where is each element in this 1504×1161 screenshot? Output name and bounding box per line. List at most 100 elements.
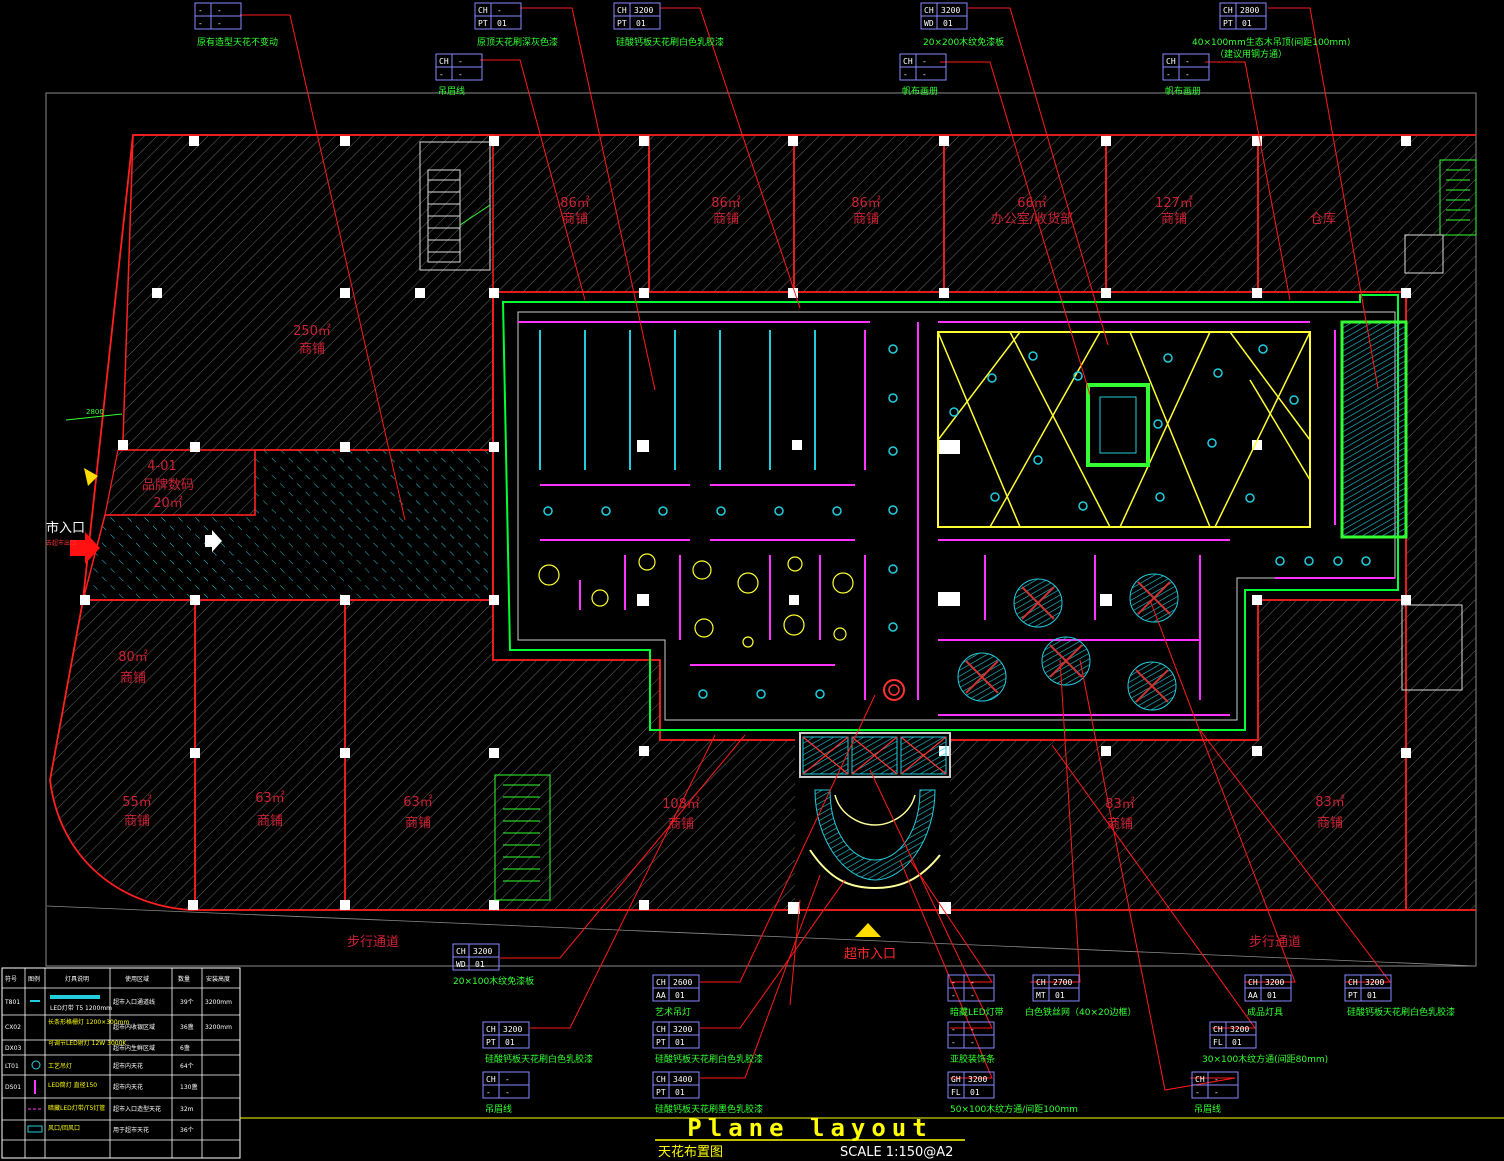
svg-text:01: 01 <box>1232 1038 1242 1047</box>
svg-text:3200: 3200 <box>673 1025 692 1034</box>
svg-text:-: - <box>505 1075 510 1084</box>
svg-text:3200: 3200 <box>941 6 960 15</box>
svg-text:3200: 3200 <box>1365 978 1384 987</box>
room-name: 商铺 <box>120 671 146 686</box>
svg-text:01: 01 <box>675 1088 685 1097</box>
svg-text:超市入口造型天花: 超市入口造型天花 <box>113 1105 161 1113</box>
room-area: 250㎡ <box>293 324 331 339</box>
svg-text:-: - <box>1214 1088 1219 1097</box>
svg-text:艺术吊灯: 艺术吊灯 <box>655 1006 691 1018</box>
svg-text:-: - <box>439 70 444 79</box>
svg-text:工艺吊灯: 工艺吊灯 <box>48 1062 72 1070</box>
svg-text:CH: CH <box>1195 1075 1205 1084</box>
svg-text:-: - <box>903 70 908 79</box>
svg-text:3200: 3200 <box>968 1075 987 1084</box>
legend-header: 符号 <box>5 975 17 983</box>
entrance-markers <box>70 468 881 937</box>
svg-text:-: - <box>1166 70 1171 79</box>
entrance-bottom-label: 超市入口 <box>844 946 896 962</box>
svg-text:CH: CH <box>1166 57 1176 66</box>
svg-text:-: - <box>217 19 222 28</box>
svg-text:超市内天花: 超市内天花 <box>113 1062 143 1070</box>
room-name: 商铺 <box>713 212 739 227</box>
drawing-title: Plane layout <box>687 1114 932 1142</box>
svg-text:PT: PT <box>1223 19 1233 28</box>
svg-text:01: 01 <box>675 991 685 1000</box>
room-name: 商铺 <box>1161 212 1187 227</box>
svg-text:-: - <box>951 978 956 987</box>
svg-text:-: - <box>922 57 927 66</box>
room-name: 商铺 <box>1317 816 1343 831</box>
svg-text:硅酸钙板天花刷白色乳胶漆: 硅酸钙板天花刷白色乳胶漆 <box>1347 1006 1455 1018</box>
room-area: 86㎡ <box>851 196 881 211</box>
shop-areas <box>50 134 1476 910</box>
legend-header: 数量 <box>178 975 190 983</box>
svg-text:硅酸钙板天花刷白色乳胶漆: 硅酸钙板天花刷白色乳胶漆 <box>655 1053 763 1065</box>
svg-text:FL: FL <box>951 1088 961 1097</box>
svg-text:36个: 36个 <box>180 1127 194 1134</box>
svg-text:FL: FL <box>1213 1038 1223 1047</box>
svg-text:风口/回风口: 风口/回风口 <box>48 1125 80 1132</box>
svg-text:CH: CH <box>478 6 488 15</box>
svg-text:超市内天花: 超市内天花 <box>113 1083 143 1091</box>
svg-text:DX03: DX03 <box>5 1045 22 1052</box>
svg-text:CH: CH <box>903 57 913 66</box>
svg-text:-: - <box>970 1038 975 1047</box>
room-name: 商铺 <box>405 816 431 831</box>
dimension-line <box>65 413 123 421</box>
material-tag: CH---吊眉线 <box>1191 1071 1239 1115</box>
svg-text:吊眉线: 吊眉线 <box>485 1103 512 1115</box>
svg-text:30×100木纹方通(间距80mm): 30×100木纹方通(间距80mm) <box>1202 1053 1328 1065</box>
svg-text:LED筒灯 直径150: LED筒灯 直径150 <box>48 1081 97 1089</box>
svg-text:130盏: 130盏 <box>180 1083 197 1091</box>
material-tag: ----亚胶装饰条 <box>947 1021 995 1065</box>
svg-text:超市内生鲜区域: 超市内生鲜区域 <box>113 1044 155 1052</box>
svg-text:20×200木纹免漆板: 20×200木纹免漆板 <box>923 36 1004 48</box>
room-name: 仓库 <box>1310 211 1336 227</box>
svg-text:CH: CH <box>1213 1025 1223 1034</box>
svg-text:CH: CH <box>1348 978 1358 987</box>
svg-text:WD: WD <box>456 960 466 969</box>
svg-text:3200mm: 3200mm <box>205 1024 232 1031</box>
svg-text:MT: MT <box>1036 991 1046 1000</box>
svg-text:LT01: LT01 <box>5 1063 19 1070</box>
svg-text:CH: CH <box>1248 978 1258 987</box>
svg-text:GH: GH <box>951 1075 961 1084</box>
svg-text:01: 01 <box>497 19 507 28</box>
svg-text:CH: CH <box>439 57 449 66</box>
svg-text:长条形格栅灯 1200×300mm: 长条形格栅灯 1200×300mm <box>48 1018 130 1026</box>
svg-text:3200: 3200 <box>1230 1025 1249 1034</box>
svg-text:超市内收银区域: 超市内收银区域 <box>113 1023 155 1031</box>
svg-text:CH: CH <box>486 1025 496 1034</box>
svg-text:CH: CH <box>1036 978 1046 987</box>
svg-text:暗藏LED灯带/T5灯管: 暗藏LED灯带/T5灯管 <box>48 1104 105 1112</box>
material-tag: CH---帆布画册 <box>899 53 947 97</box>
svg-text:01: 01 <box>1367 991 1377 1000</box>
svg-text:3200: 3200 <box>634 6 653 15</box>
svg-text:39个: 39个 <box>180 999 194 1006</box>
svg-text:PT: PT <box>486 1038 496 1047</box>
svg-text:2600: 2600 <box>673 978 692 987</box>
svg-text:硅酸钙板天花刷墨色乳胶漆: 硅酸钙板天花刷墨色乳胶漆 <box>655 1103 763 1115</box>
svg-text:-: - <box>970 991 975 1000</box>
svg-text:01: 01 <box>475 960 485 969</box>
room-area: 86㎡ <box>711 196 741 211</box>
svg-text:01: 01 <box>970 1088 980 1097</box>
entrance-left-sub-label: 去超市出口 <box>46 539 76 547</box>
svg-text:帆布画册: 帆布画册 <box>902 85 938 97</box>
svg-text:CH: CH <box>924 6 934 15</box>
svg-text:01: 01 <box>1267 991 1277 1000</box>
svg-text:超市入口通道线: 超市入口通道线 <box>113 998 155 1006</box>
